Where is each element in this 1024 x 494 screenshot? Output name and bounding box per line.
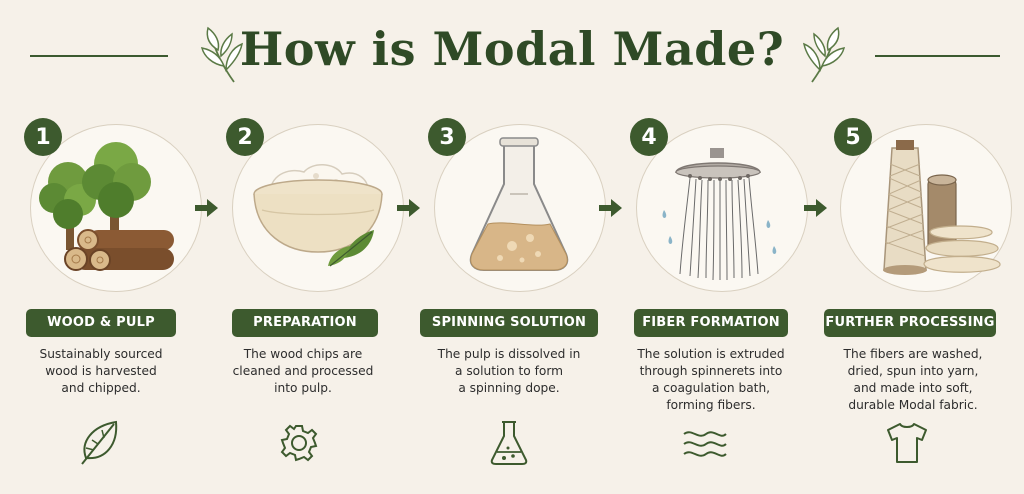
step-number-badge: 4 xyxy=(630,118,668,156)
arrow-right-icon xyxy=(599,199,622,217)
step-label: WOOD & PULP xyxy=(26,309,176,337)
header: How is Modal Made? xyxy=(0,0,1024,100)
step-label: PREPARATION xyxy=(232,309,378,337)
arrow-right-icon xyxy=(397,199,420,217)
step-label: SPINNING SOLUTION xyxy=(420,309,598,337)
tshirt-icon xyxy=(887,423,927,463)
header-line-left xyxy=(30,55,168,57)
step-number-badge: 1 xyxy=(24,118,62,156)
step-number-badge: 5 xyxy=(834,118,872,156)
step-number-badge: 2 xyxy=(226,118,264,156)
spinneret-illustration xyxy=(662,148,777,281)
sprig-left-icon xyxy=(200,26,244,83)
leaf-icon xyxy=(81,420,118,465)
header-line-right xyxy=(875,55,1000,57)
flask-icon xyxy=(490,421,528,465)
step-spinning-solution: 3 SPINNING SOLUTION The pulp is dissolve… xyxy=(420,112,618,492)
step-fiber-formation: 4 FIBER FORMATION The solution is extrud… xyxy=(630,112,820,492)
step-number-badge: 3 xyxy=(428,118,466,156)
step-label: FIBER FORMATION xyxy=(634,309,788,337)
waves-icon xyxy=(683,431,727,457)
page-title: How is Modal Made? xyxy=(239,22,785,76)
step-label: FURTHER PROCESSING xyxy=(824,309,996,337)
gear-icon xyxy=(280,424,318,462)
pulp-bowl-illustration xyxy=(253,164,383,267)
step-description: The fibers are washed,dried, spun into y… xyxy=(843,347,983,412)
arrow-right-icon xyxy=(804,199,827,217)
trees-logs-illustration xyxy=(39,142,174,271)
yarn-fabric-illustration xyxy=(883,140,1001,275)
step-further-processing: 5 FURTHER PROCESSING The fibers are wash… xyxy=(824,112,1024,492)
arrow-right-icon xyxy=(195,199,218,217)
flask-illustration xyxy=(469,137,569,271)
sprig-right-icon xyxy=(802,26,846,83)
